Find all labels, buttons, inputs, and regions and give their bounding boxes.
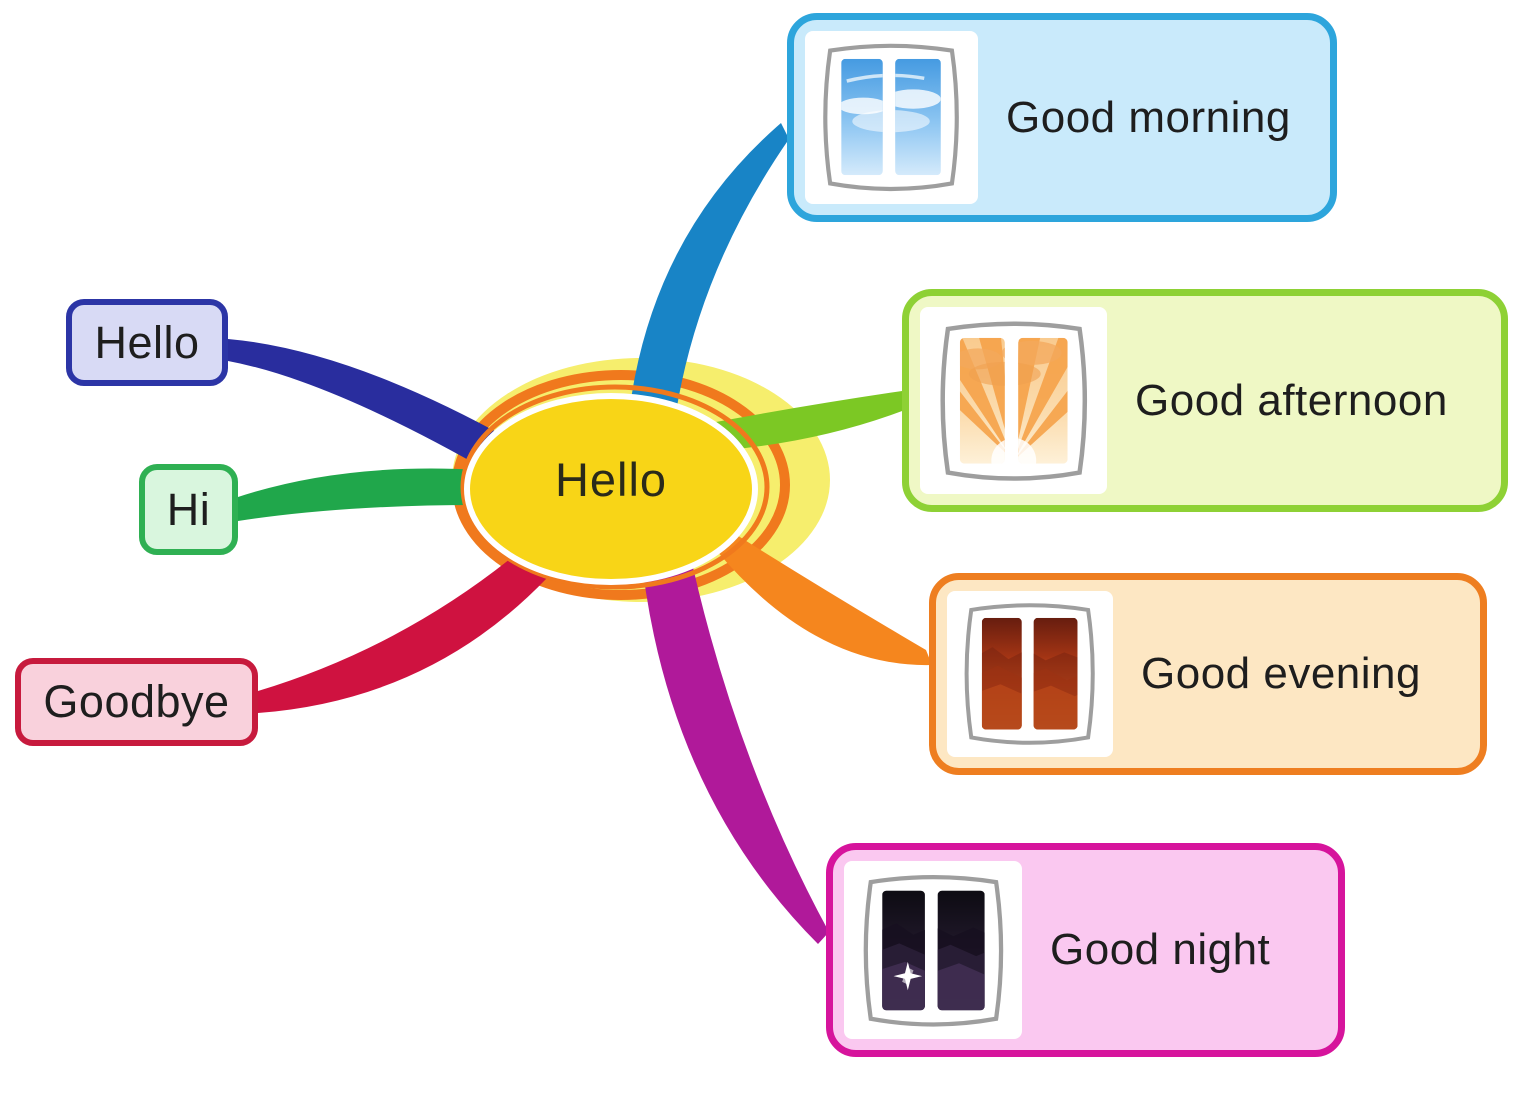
node-label-good-afternoon: Good afternoon	[1135, 375, 1448, 425]
node-label-goodbye: Goodbye	[43, 676, 230, 727]
window-image-good-evening	[947, 591, 1113, 757]
branch-good-morning	[626, 123, 789, 450]
branch-hi	[238, 468, 480, 521]
branch-good-evening	[694, 508, 932, 666]
branch-hello	[228, 339, 520, 475]
window-image-good-afternoon	[920, 307, 1107, 494]
node-hello[interactable]: Hello	[66, 299, 228, 386]
node-goodbye[interactable]: Goodbye	[15, 658, 258, 746]
node-label-good-evening: Good evening	[1141, 649, 1421, 698]
center-ring-thin	[460, 384, 770, 590]
branch-goodbye	[258, 555, 547, 713]
node-label-good-night: Good night	[1050, 925, 1271, 974]
afternoon-sunburst-window-icon	[940, 321, 1087, 481]
night-sky-window-icon	[863, 874, 1003, 1027]
node-label-good-morning: Good morning	[1006, 92, 1291, 142]
window-image-good-morning	[805, 31, 978, 204]
sunset-window-icon	[964, 603, 1096, 745]
branch-good-night	[640, 545, 829, 944]
window-image-good-night	[844, 861, 1022, 1039]
center-ellipse[interactable]	[464, 393, 758, 585]
node-label-hi: Hi	[166, 483, 211, 535]
node-good-night[interactable]: Good night	[826, 843, 1345, 1057]
center-topic-label[interactable]: Hello	[554, 453, 668, 506]
node-good-evening[interactable]: Good evening	[929, 573, 1487, 775]
branch-good-afternoon	[700, 390, 915, 452]
node-good-morning[interactable]: Good morning	[787, 13, 1337, 222]
node-label-hello: Hello	[94, 316, 200, 368]
node-hi[interactable]: Hi	[139, 464, 238, 555]
morning-sky-window-icon	[823, 44, 960, 192]
node-good-afternoon[interactable]: Good afternoon	[902, 289, 1508, 512]
